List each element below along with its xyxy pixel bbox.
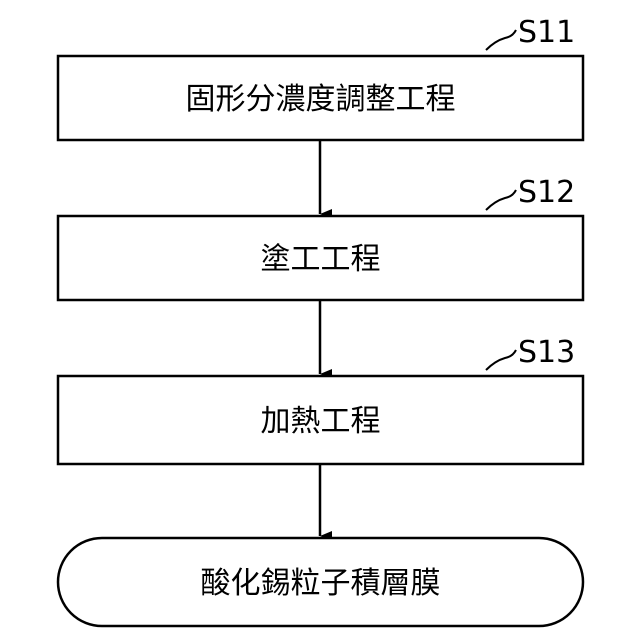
step-ref-s13: S13 [518,335,575,370]
ref-leader-s13 [486,350,516,370]
step-label-s12: 塗工工程 [261,242,381,277]
ref-leader-s12 [486,190,516,210]
step-ref-s12: S12 [518,175,575,210]
ref-leader-s11 [486,30,516,50]
result-label: 酸化錫粒子積層膜 [201,566,441,601]
step-ref-s11: S11 [518,15,575,50]
step-s11: S11 固形分濃度調整工程 [58,15,583,140]
result-terminal: 酸化錫粒子積層膜 [58,538,583,626]
step-label-s11: 固形分濃度調整工程 [186,82,456,117]
step-label-s13: 加熱工程 [261,404,381,439]
